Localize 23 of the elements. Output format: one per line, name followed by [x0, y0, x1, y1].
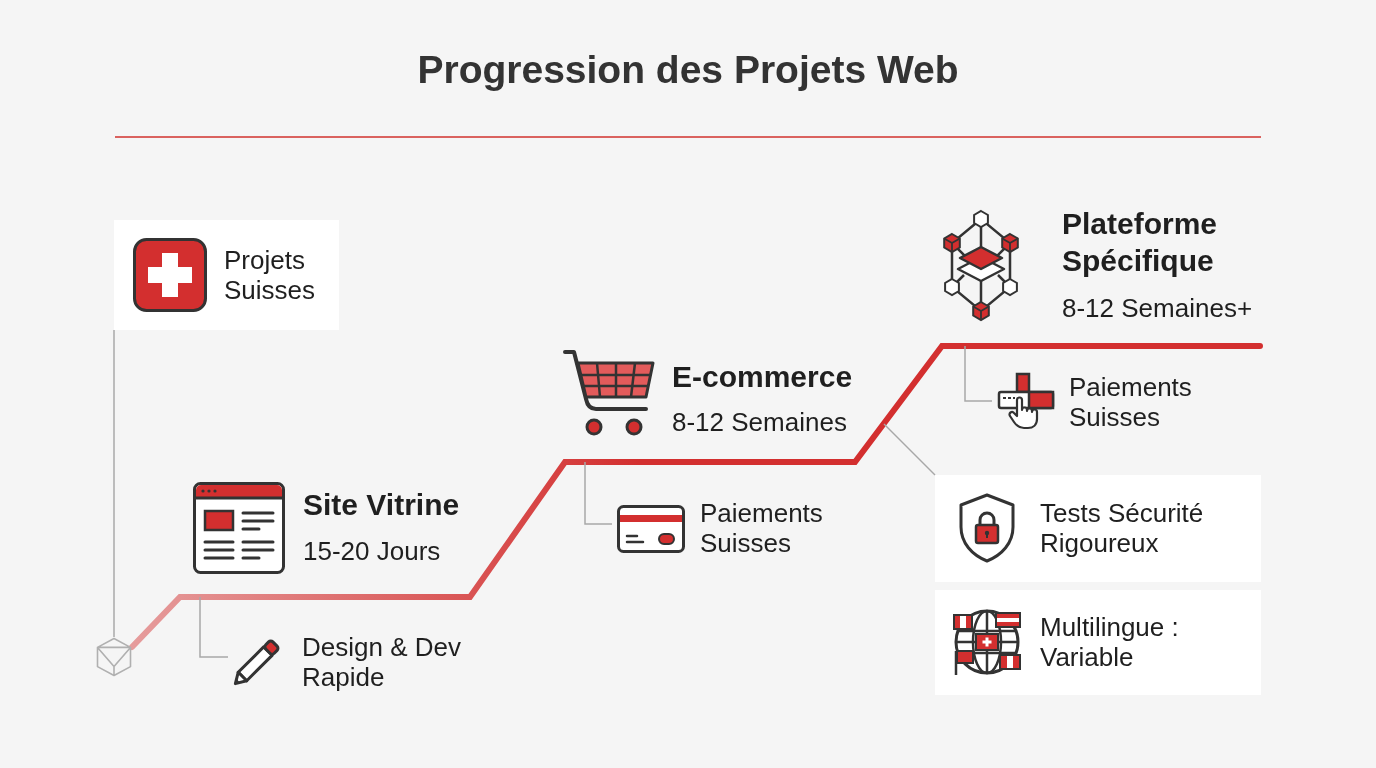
leader-line	[199, 596, 229, 658]
milestone-title: Site Vitrine	[303, 487, 460, 523]
card-text: Tests Sécurité Rigoureux	[1040, 498, 1205, 558]
info-card	[935, 475, 1261, 582]
milestone-title: Plateforme Spécifique	[1062, 206, 1218, 279]
card-text: Multilingue : Variable	[1040, 612, 1180, 672]
timeline-line	[129, 343, 1263, 650]
item-text: Design & Dev Rapide	[302, 632, 462, 692]
page-title: Progression des Projets Web	[417, 47, 959, 93]
info-card	[935, 590, 1261, 695]
connector-line	[113, 329, 115, 638]
hexagon-marker	[96, 637, 132, 677]
card-text: Projets Suisses	[224, 245, 317, 305]
leader-line	[964, 345, 993, 402]
item-text: Paiements Suisses	[700, 498, 824, 558]
leader-line	[584, 461, 613, 525]
leader-line	[883, 423, 936, 476]
info-card	[114, 220, 339, 330]
milestone-duration: 8-12 Semaines	[672, 407, 847, 437]
milestone-duration: 8-12 Semaines+	[1062, 293, 1253, 323]
item-text: Paiements Suisses	[1069, 372, 1193, 432]
milestone-duration: 15-20 Jours	[303, 536, 441, 566]
milestone-title: E-commerce	[672, 359, 853, 395]
